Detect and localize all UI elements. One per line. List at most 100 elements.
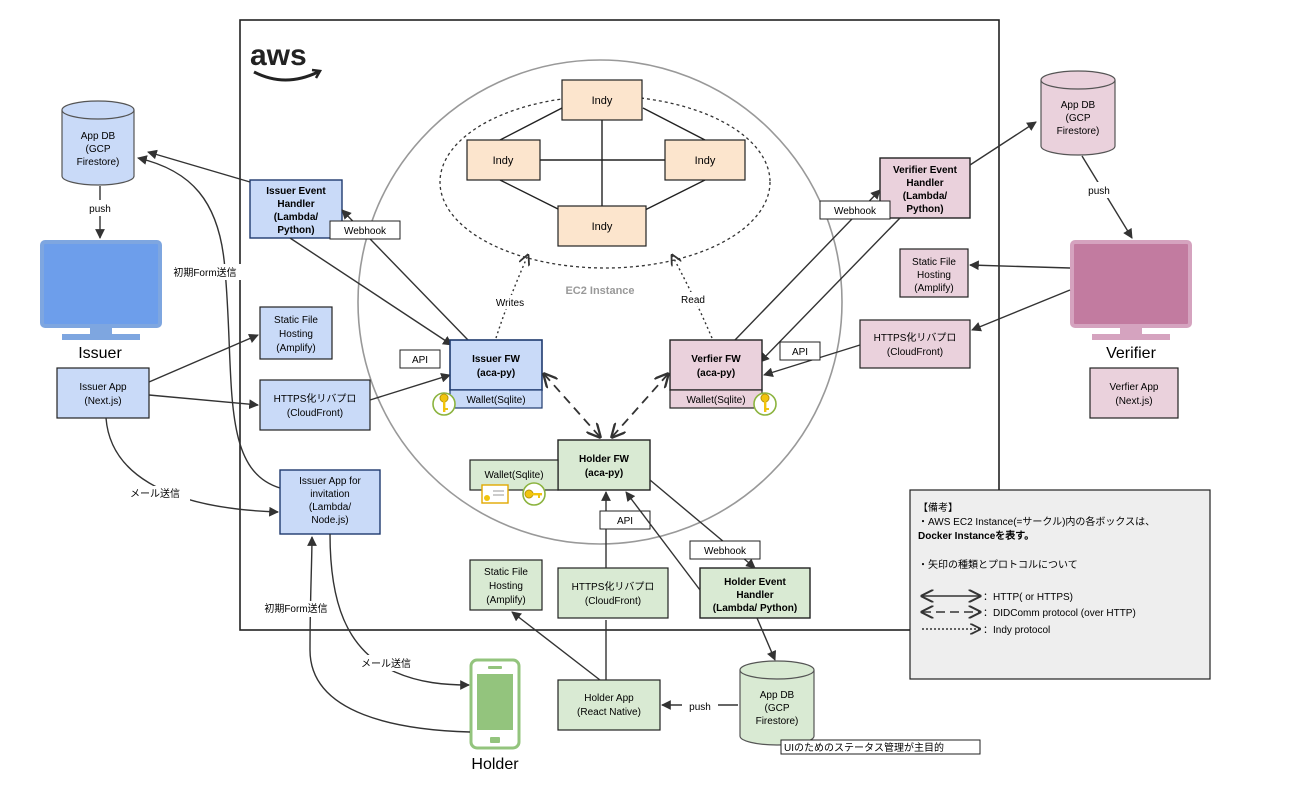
indy-node-top: Indy <box>561 79 643 121</box>
holder-wallet: Wallet(Sqlite) <box>469 459 559 491</box>
issuer-app-to-static-arrow <box>148 333 259 383</box>
svg-text:(Amplify): (Amplify) <box>914 283 953 294</box>
legend-box: 【備考】 ・AWS EC2 Instance(=サークル)内の各ボックスは、 D… <box>909 489 1211 680</box>
legend-indy: ：Indy protocol <box>983 625 1050 636</box>
legend-line3: ・矢印の種類とプロトコルについて <box>918 558 1078 571</box>
verifier-handler-to-fw-arrow <box>759 217 901 363</box>
indy-links <box>499 107 706 211</box>
indy-node-bottom: Indy <box>557 205 647 247</box>
issuer-handler-to-db-arrow <box>147 149 251 183</box>
holder-db-note: UIのためのステータス管理が主目的 <box>784 741 944 754</box>
holder-api-box <box>599 510 651 530</box>
holder-handler-to-db-arrow <box>756 617 777 661</box>
svg-text:Verfier FW: Verfier FW <box>691 354 741 365</box>
svg-text:Node.js): Node.js) <box>311 515 348 526</box>
verifier-to-proxy-arrow <box>971 289 1071 332</box>
issuer-mail-label: メール送信 <box>130 487 180 500</box>
svg-text:(aca-py): (aca-py) <box>697 368 735 379</box>
svg-text:App DB: App DB <box>81 131 116 142</box>
legend-didcomm: ：DIDComm protocol (over HTTP) <box>983 608 1136 619</box>
issuer-proxy-to-fw-arrow <box>369 372 451 401</box>
svg-text:HTTPS化リバプロ: HTTPS化リバプロ <box>274 392 357 405</box>
aws-boundary <box>239 19 1000 631</box>
legend-line2: Docker Instanceを表す。 <box>918 529 1034 542</box>
svg-text:Hosting: Hosting <box>917 270 951 281</box>
svg-text:(Next.js): (Next.js) <box>84 396 121 407</box>
holder-event-handler: Holder Event Handler (Lambda/ Python) <box>699 567 811 619</box>
svg-text:Issuer App: Issuer App <box>79 382 127 393</box>
svg-text:(aca-py): (aca-py) <box>585 468 623 479</box>
key-icon <box>432 392 456 416</box>
svg-text:Issuer FW: Issuer FW <box>472 354 520 365</box>
key-icon <box>753 392 777 416</box>
svg-text:Verfier App: Verfier App <box>1110 382 1159 393</box>
verifier-event-handler: Verifier Event Handler (Lambda/ Python) <box>879 157 971 219</box>
svg-text:HTTPS化リバプロ: HTTPS化リバプロ <box>874 331 957 344</box>
svg-text:(aca-py): (aca-py) <box>477 368 515 379</box>
svg-text:Handler: Handler <box>277 199 314 210</box>
svg-text:Indy: Indy <box>695 155 716 167</box>
svg-text:(CloudFront): (CloudFront) <box>887 347 943 358</box>
svg-text:Indy: Indy <box>592 95 613 107</box>
svg-text:Holder App: Holder App <box>584 693 634 704</box>
svg-text:Verifier Event: Verifier Event <box>893 165 958 176</box>
holder-static-hosting: Static File Hosting (Amplify) <box>469 559 543 611</box>
svg-text:Firestore): Firestore) <box>1057 126 1100 137</box>
svg-text:Issuer App for: Issuer App for <box>299 476 361 487</box>
svg-text:App DB: App DB <box>1061 100 1096 111</box>
issuer-handler-to-fw-arrow <box>289 237 453 346</box>
issuer-initial-form-label: 初期Form送信 <box>173 266 236 279</box>
verifier-api-label: API <box>792 347 808 358</box>
holder-handler-to-fw-arrow <box>625 491 701 591</box>
read-label: Read <box>681 295 705 306</box>
svg-text:(Amplify): (Amplify) <box>486 595 525 606</box>
holder-app: Holder App (React Native) <box>557 679 661 731</box>
holder-webhook-label: Webhook <box>704 546 747 557</box>
issuer-push-label: push <box>89 204 111 215</box>
holder-mail-label: メール送信 <box>361 657 411 670</box>
verifier-api-box <box>779 341 821 361</box>
writes-label: Writes <box>496 298 524 309</box>
issuer-fw: Issuer FW (aca-py) <box>449 339 543 391</box>
svg-text:Firestore): Firestore) <box>756 716 799 727</box>
verifier-webhook-label: Webhook <box>834 206 877 217</box>
svg-text:(GCP: (GCP <box>765 703 790 714</box>
verifier-label: Verifier <box>1106 345 1156 362</box>
issuer-app: Issuer App (Next.js) <box>56 367 150 419</box>
svg-text:Static File: Static File <box>274 315 318 326</box>
issuer-webhook-label: Webhook <box>344 226 387 237</box>
svg-text:(React Native): (React Native) <box>577 707 641 718</box>
svg-text:Hosting: Hosting <box>279 329 313 340</box>
ec2-instance-label: EC2 Instance <box>565 285 634 297</box>
holder-phone <box>469 658 521 750</box>
holder-push-label: push <box>689 702 711 713</box>
holder-mail-bg <box>352 655 420 671</box>
issuer-api-label: API <box>412 355 428 366</box>
legend-title: 【備考】 <box>918 501 958 514</box>
issuer-initial-form-bg <box>166 264 244 280</box>
holder-app-to-static-arrow <box>511 611 601 681</box>
svg-text:(Lambda/: (Lambda/ <box>274 212 319 223</box>
holder-db-note-box <box>780 739 981 755</box>
certificate-icon <box>481 484 509 504</box>
issuer-event-handler: Issuer Event Handler (Lambda/ Python) <box>249 179 343 239</box>
verifier-webhook-box <box>819 200 891 220</box>
holder-app-db: App DB (GCP Firestore) <box>739 660 815 746</box>
issuer-invitation-app: Issuer App for invitation (Lambda/ Node.… <box>279 469 381 535</box>
verifier-app: Verfier App (Next.js) <box>1089 367 1179 419</box>
svg-text:(GCP: (GCP <box>86 144 111 155</box>
verifier-holder-didcomm-arrow <box>612 374 668 437</box>
holder-push-bg <box>682 698 718 714</box>
svg-text:invitation: invitation <box>310 489 349 500</box>
issuer-initial-form-arrow <box>137 155 281 489</box>
svg-text:Python): Python) <box>277 225 314 236</box>
legend-line1: ・AWS EC2 Instance(=サークル)内の各ボックスは、 <box>918 515 1155 528</box>
svg-text:App DB: App DB <box>760 690 795 701</box>
verifier-wallet: Wallet(Sqlite) <box>669 389 763 409</box>
issuer-app-to-proxy-arrow <box>148 394 259 410</box>
svg-text:aws: aws <box>250 39 307 72</box>
svg-text:(Amplify): (Amplify) <box>276 343 315 354</box>
issuer-push-label-bg <box>82 200 118 216</box>
verifier-app-db: App DB (GCP Firestore) <box>1040 70 1116 156</box>
